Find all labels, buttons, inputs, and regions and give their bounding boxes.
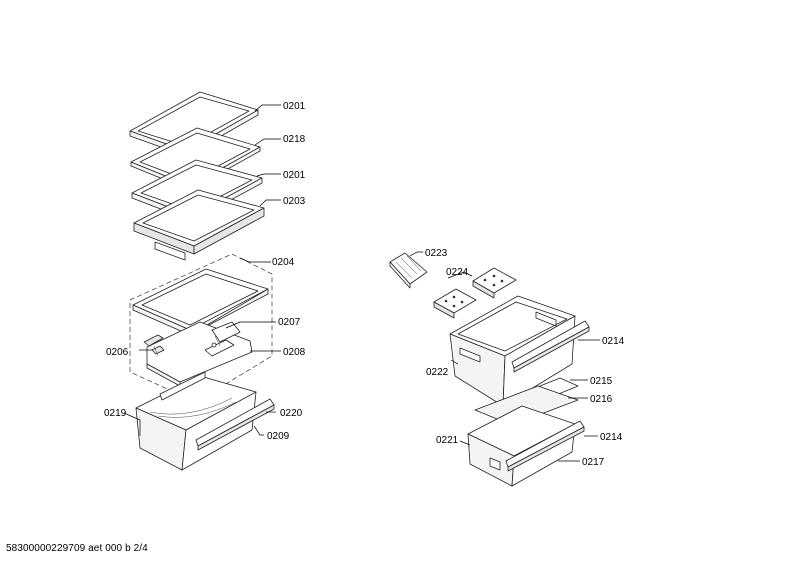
drawer-handle-trim-0220 xyxy=(195,398,275,451)
leader-lines xyxy=(123,104,600,462)
label-0217: 0217 xyxy=(582,457,605,468)
label-0214-lower: 0214 xyxy=(600,432,623,443)
label-0219: 0219 xyxy=(104,408,127,419)
ice-block-0224-b xyxy=(472,267,517,299)
freezer-drawer-0222 xyxy=(449,295,576,407)
label-0216: 0216 xyxy=(590,394,613,405)
cover-plate-0208 xyxy=(146,321,253,387)
label-0215: 0215 xyxy=(590,376,613,387)
label-0201-top: 0201 xyxy=(283,101,306,112)
drawer-handle-0214-upper xyxy=(511,320,590,373)
label-0201-lower: 0201 xyxy=(283,170,306,181)
label-0223: 0223 xyxy=(425,248,448,259)
label-0208: 0208 xyxy=(283,347,306,358)
ice-block-0224-a xyxy=(433,288,477,319)
label-0203: 0203 xyxy=(283,196,306,207)
label-0214-upper: 0214 xyxy=(602,336,625,347)
shelf-frame-0203 xyxy=(133,189,265,261)
label-0207: 0207 xyxy=(278,317,301,328)
label-0220: 0220 xyxy=(280,408,303,419)
label-0218: 0218 xyxy=(283,134,306,145)
label-0224: 0224 xyxy=(446,267,469,278)
freezer-drawer-0221 xyxy=(467,405,576,487)
label-0209: 0209 xyxy=(267,431,290,442)
drawer-handle-0214-lower xyxy=(505,420,585,472)
label-0222: 0222 xyxy=(426,367,449,378)
label-0204: 0204 xyxy=(272,257,295,268)
label-0206: 0206 xyxy=(106,347,129,358)
hinge-part-0206 xyxy=(143,334,165,357)
glass-shelf-0204 xyxy=(132,268,269,336)
label-0221: 0221 xyxy=(436,435,459,446)
document-reference-footer: 58300000229709 aet 000 b 2/4 xyxy=(6,543,148,554)
egg-tray-0223 xyxy=(389,252,428,289)
